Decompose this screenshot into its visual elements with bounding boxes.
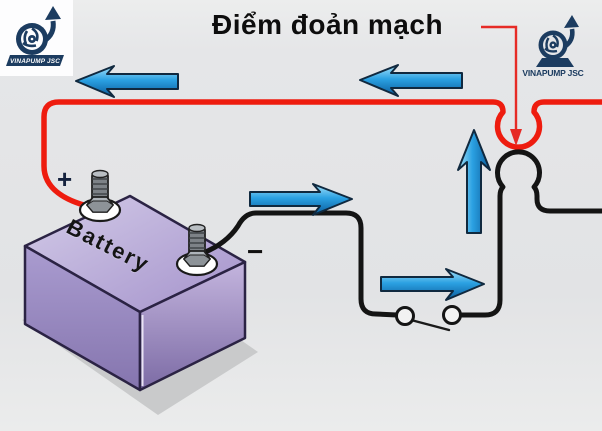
positive-terminal-label: + [57, 164, 73, 194]
vinapump-logo-topright [536, 15, 579, 67]
negative-terminal [175, 223, 219, 277]
battery [23, 194, 247, 392]
switch-blade [409, 318, 451, 332]
short-circuit-callout [481, 25, 522, 146]
positive-terminal [78, 169, 122, 223]
flow-arrow-up [457, 129, 491, 234]
logo-company-text: VINAPUMP JSC [522, 68, 584, 78]
logo-company-text: VINAPUMP JSC [10, 58, 60, 65]
switch-contact-right [442, 305, 462, 325]
pump-icon [536, 15, 579, 67]
red-wire [41, 99, 602, 210]
flow-arrow-right-2 [380, 268, 485, 301]
vinapump-logo-topleft: VINAPUMP JSC [6, 6, 64, 66]
switch-contact-left [395, 306, 415, 326]
black-wire-battery-to-switch [202, 210, 398, 318]
battery-right-face [138, 260, 247, 392]
flow-arrow-left-2 [359, 64, 463, 97]
pump-base [536, 58, 574, 67]
logo-banner: VINAPUMP JSC [6, 55, 64, 66]
pump-icon [16, 6, 61, 55]
negative-terminal-label: − [247, 236, 264, 267]
page-title: Điểm đoản mạch [212, 9, 444, 40]
switch [395, 305, 462, 332]
black-wire-switch-to-loop [460, 149, 602, 318]
flow-arrow-right-1 [249, 183, 353, 216]
flow-arrow-left-1 [75, 65, 179, 98]
callout-arrowhead [510, 129, 522, 146]
